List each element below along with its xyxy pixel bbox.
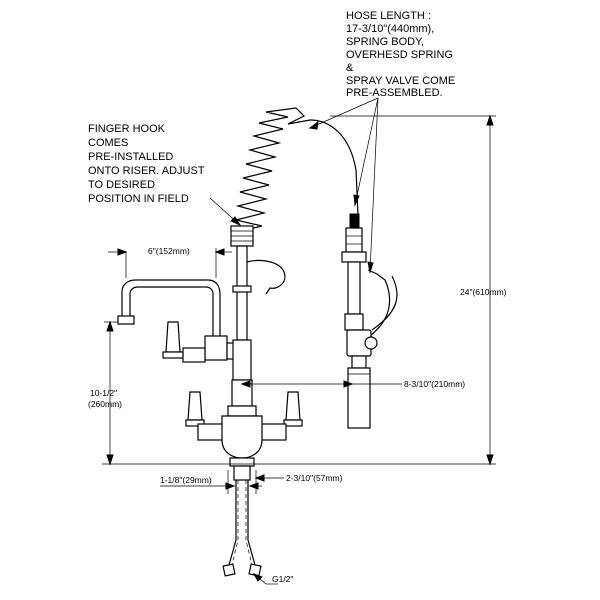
riser-pipe	[236, 245, 248, 341]
finger-note-line-6: POSITION IN FIELD	[88, 193, 189, 205]
supply-lines	[222, 480, 262, 577]
cold-handle	[255, 391, 303, 441]
finger-note-line-5: TO DESIRED	[88, 179, 155, 191]
finger-hook	[246, 259, 286, 295]
dim-overall-height-label: 24"(610mm)	[460, 287, 507, 297]
dim-spout-reach-label: 6"(152mm)	[148, 246, 190, 256]
dim-valve-offset-label: 8-3/10"(210mm)	[404, 379, 465, 389]
inlet-thread-label: G1/2"	[272, 574, 293, 584]
spout-hub	[204, 335, 228, 361]
finger-note-line-3: PRE-INSTALLED	[88, 151, 173, 163]
dim-spout-height-label-1: 10-1/2"	[90, 388, 117, 398]
spout-aerator	[117, 315, 135, 325]
hose-note-line-5: &	[346, 62, 354, 74]
dim-shank-center: 2-3/10"(57mm)	[227, 470, 343, 494]
shank	[233, 465, 251, 481]
hose-note-line-1: HOSE LENGTH :	[346, 10, 431, 22]
dim-shank-width: 1-1/8"(29mm)	[160, 475, 262, 490]
hose-note-line-6: SPRAY VALVE COME	[346, 75, 455, 87]
body-column	[232, 339, 252, 381]
mixer-ring	[227, 405, 257, 417]
mixer-bowl	[221, 415, 263, 459]
hot-handle	[185, 391, 229, 441]
finger-note-line-2: COMES	[88, 137, 128, 149]
spout-handle	[162, 321, 206, 363]
finger-hook-note: FINGER HOOK COMES PRE-INSTALLED ONTO RIS…	[88, 123, 205, 205]
dim-spout-reach: 6"(152mm)	[108, 246, 232, 278]
hose-length-note: HOSE LENGTH : 17-3/10"(440mm), SPRING BO…	[346, 10, 455, 99]
spout	[117, 279, 221, 336]
coil-spring	[235, 107, 359, 233]
dim-valve-offset: 8-3/10"(210mm)	[240, 379, 465, 389]
dim-shank-width-label: 1-1/8"(29mm)	[160, 475, 212, 485]
hose-note-line-7: PRE-ASSEMBLED.	[346, 87, 443, 99]
dim-spout-height: 10-1/2" (260mm)	[88, 320, 122, 466]
inlet-thread-callout: G1/2"	[252, 573, 293, 585]
dim-shank-center-label: 2-3/10"(57mm)	[286, 473, 343, 483]
dim-overall-height: 24"(610mm)	[460, 114, 507, 466]
hose-note-line-4: OVERHESD SPRING	[346, 49, 453, 61]
hose-note-leaders	[308, 97, 379, 274]
hose-note-line-2: 17-3/10"(440mm),	[346, 23, 434, 35]
finger-note-line-4: ONTO RISER. ADJUST	[88, 165, 205, 177]
hose-note-line-3: SPRING BODY,	[346, 36, 424, 48]
hook-clamp	[232, 285, 252, 293]
finger-note-line-1: FINGER HOOK	[88, 123, 166, 135]
dim-spout-height-label-2: (260mm)	[88, 399, 122, 409]
base-flange	[229, 457, 255, 467]
spray-valve	[341, 213, 398, 429]
